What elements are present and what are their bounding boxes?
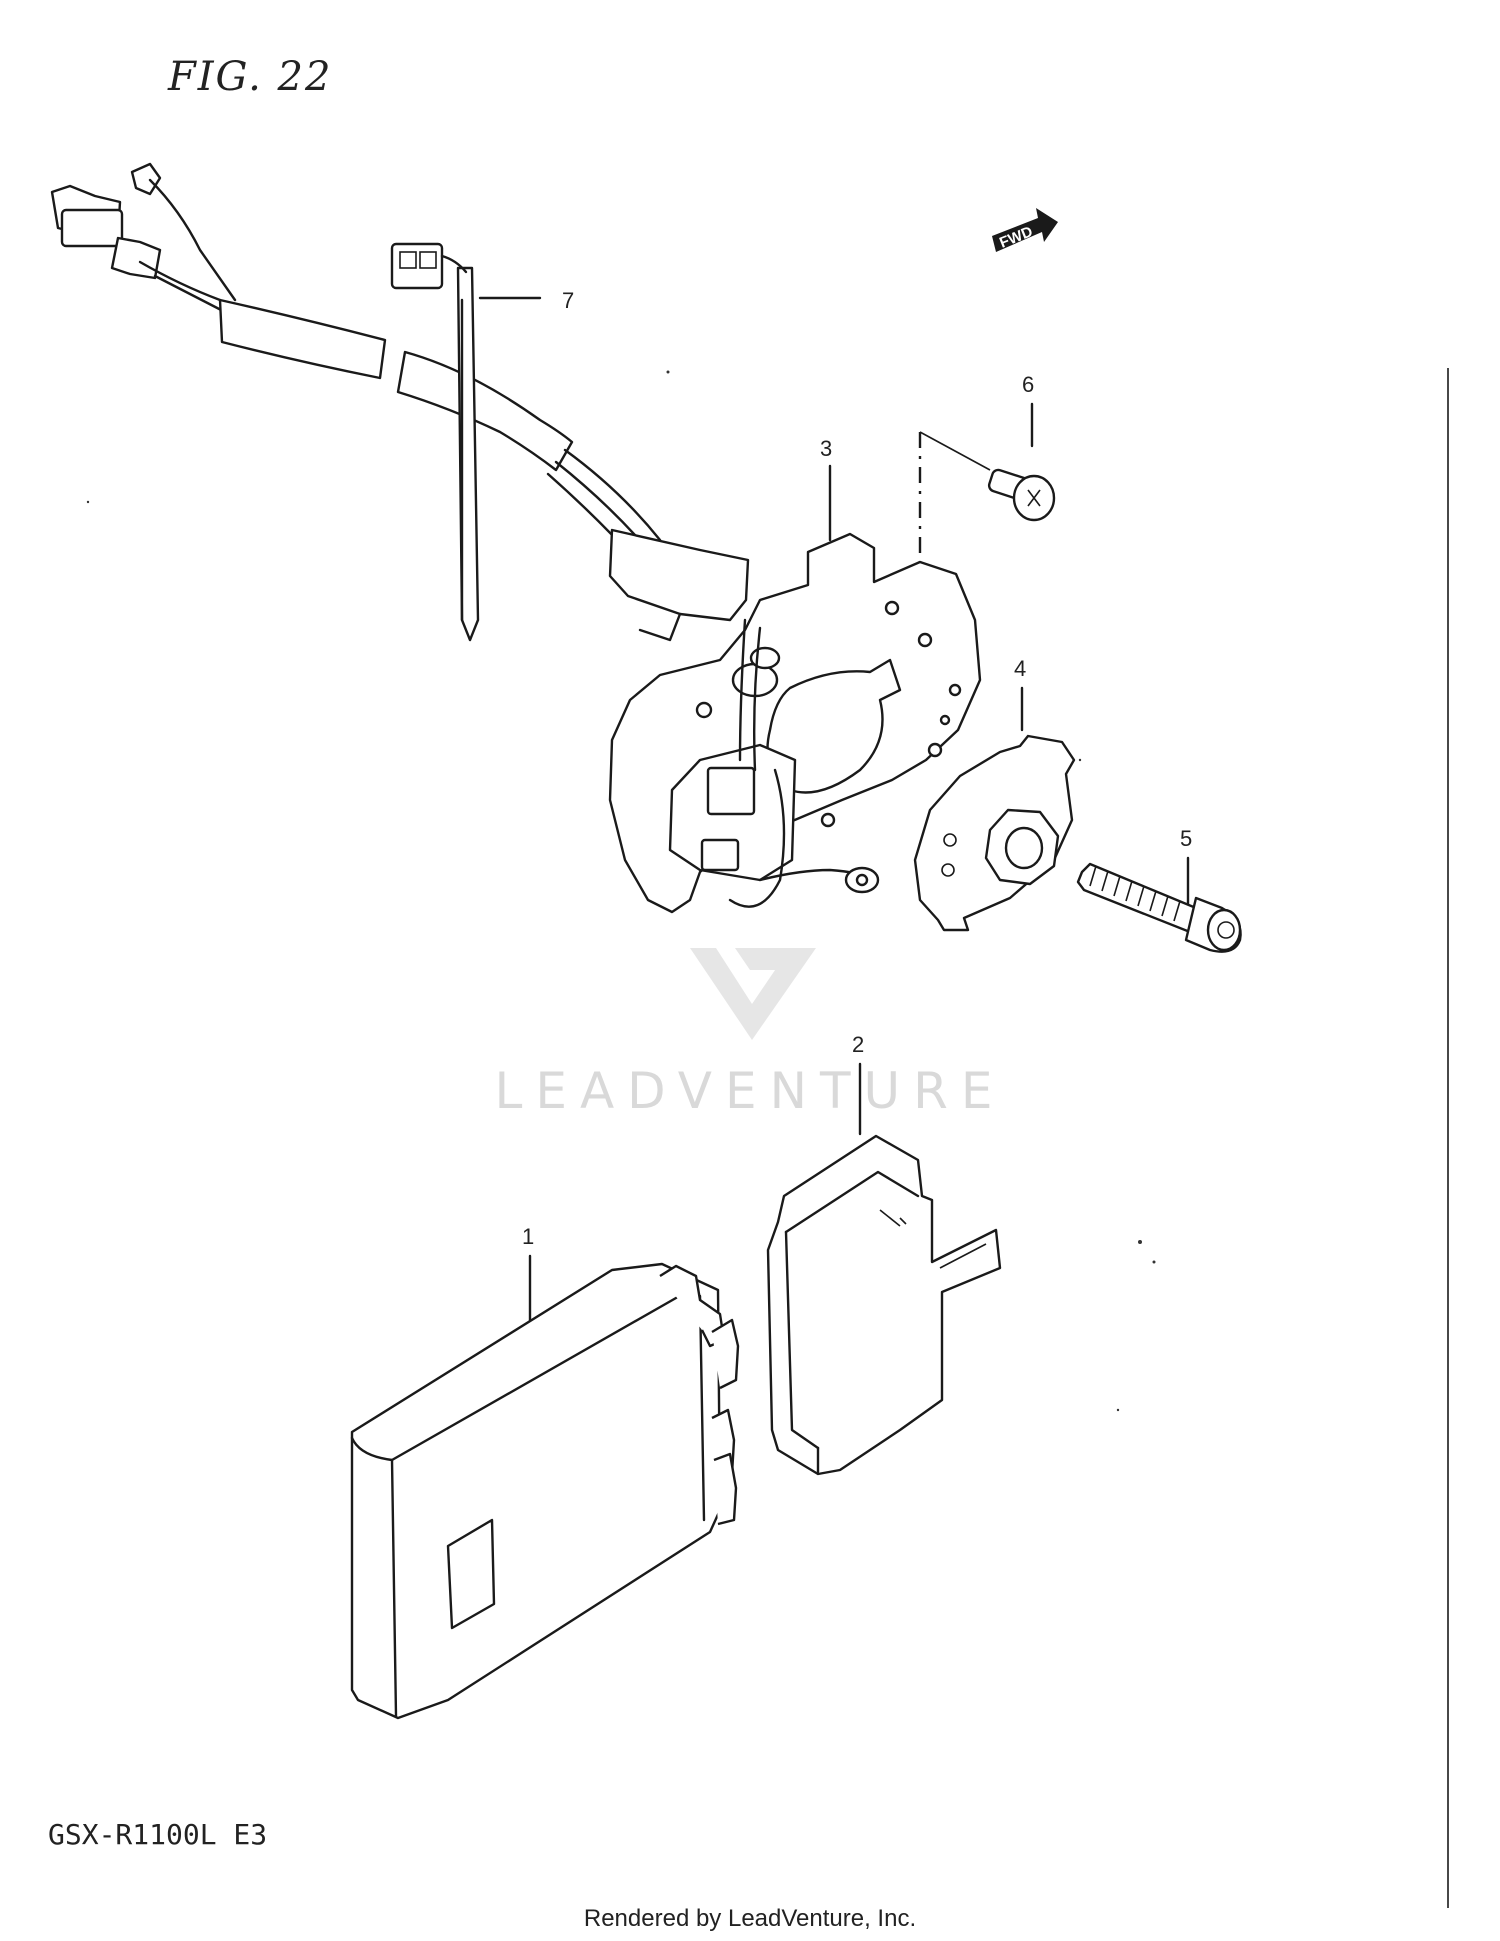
part-3-pickup-coil-assembly: 3 (608, 436, 982, 914)
fwd-direction-arrow: FWD (992, 208, 1058, 252)
part-5-bolt: 5 (1076, 826, 1242, 953)
part-6-screw: 6 (918, 372, 1056, 640)
watermark-text: LEADVENTURE (494, 1062, 1006, 1120)
part-7-wiring-harness: 7 (50, 162, 750, 642)
svg-text:FWD: FWD (997, 223, 1035, 252)
figure-title: FIG. 22 (168, 54, 333, 100)
rendered-by-footer: Rendered by LeadVenture, Inc. (583, 1905, 917, 1932)
callout-4: 4 (1014, 656, 1026, 681)
callout-3: 3 (820, 436, 832, 461)
callout-1: 1 (522, 1224, 534, 1249)
model-code: GSX-R1100L E3 (48, 1818, 268, 1851)
scan-specks (86, 370, 1156, 1412)
callout-5: 5 (1180, 826, 1192, 851)
callout-2: 2 (852, 1032, 864, 1057)
callout-7: 7 (562, 288, 574, 313)
part-4-signal-rotor: 4 (913, 656, 1076, 932)
part-2-cover: 2 (766, 1032, 1002, 1476)
watermark-logo (690, 948, 816, 1040)
callout-6: 6 (1022, 372, 1034, 397)
part-1-igniter-unit: 1 (350, 1224, 740, 1720)
